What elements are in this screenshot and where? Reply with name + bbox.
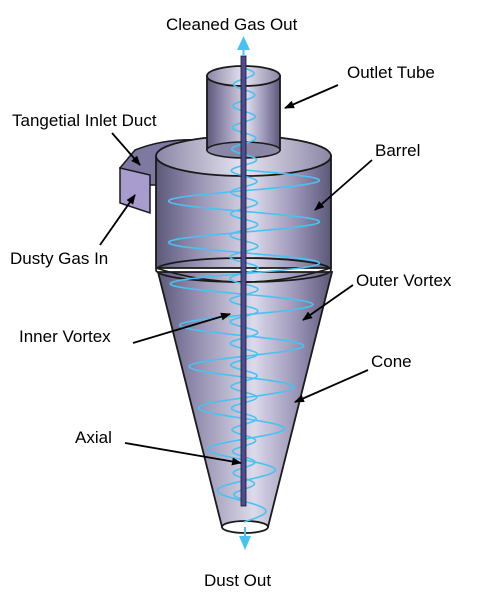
axial-label: Axial: [75, 428, 112, 447]
cleaned-gas-out-arrow: [237, 36, 250, 56]
outer-vortex-spiral: [167, 169, 321, 523]
axial-rod: [240, 55, 247, 507]
inner-vortex-label: Inner Vortex: [19, 327, 111, 346]
barrel-label: Barrel: [375, 141, 421, 160]
tangential-inlet-duct-label: Tangetial Inlet Duct: [12, 111, 157, 130]
cleaned-gas-out-label: Cleaned Gas Out: [166, 15, 298, 34]
dusty-gas-in-label: Dusty Gas In: [10, 249, 109, 268]
axial-leader: [124, 442, 242, 466]
dust-out-label: Dust Out: [204, 571, 272, 590]
outer-vortex-leader: [302, 284, 354, 321]
barrel-leader: [314, 159, 373, 211]
inner-vortex-leader: [132, 312, 231, 344]
cone-label: Cone: [371, 352, 412, 371]
outlet-tube-label: Outlet Tube: [347, 63, 435, 82]
cone-leader: [294, 369, 369, 403]
dusty-gas-inlet-face: [119, 167, 151, 215]
outlet-tube-leader: [284, 84, 339, 109]
outer-vortex-label: Outer Vortex: [356, 271, 452, 290]
dust-out-arrow: [239, 527, 251, 550]
dusty-gas-in-leader: [99, 194, 136, 246]
tangential-inlet-duct-leader: [111, 132, 141, 166]
